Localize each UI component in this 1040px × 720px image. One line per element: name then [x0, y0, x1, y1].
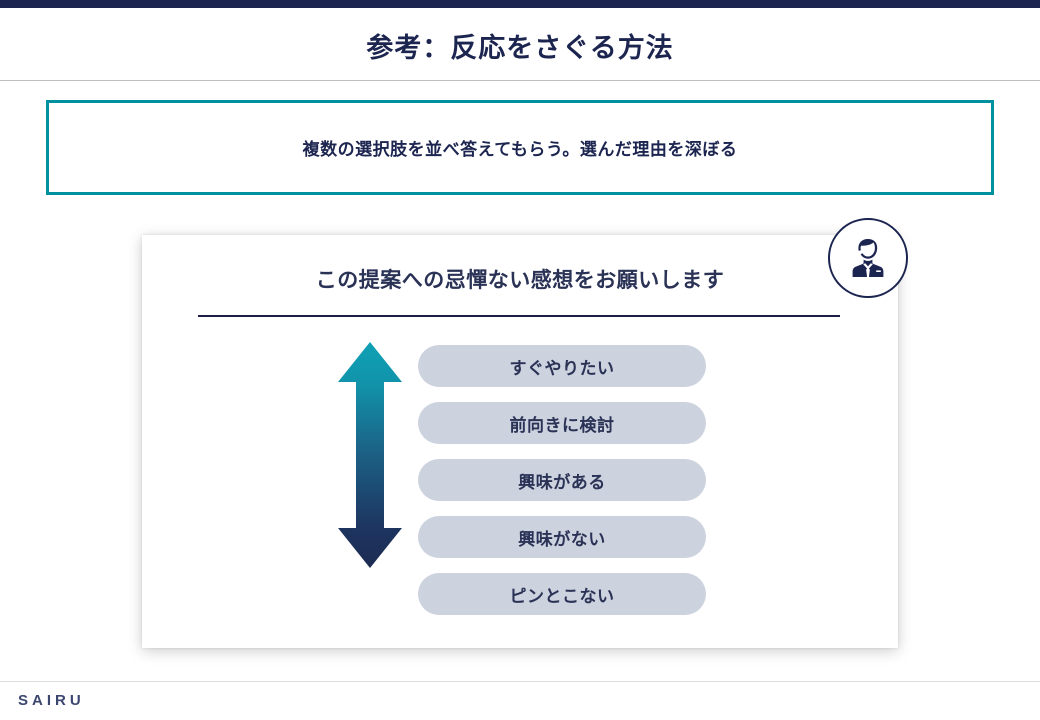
option-label: 前向きに検討: [509, 415, 615, 435]
option-label: すぐやりたい: [509, 358, 615, 378]
businessman-avatar-icon: [852, 239, 884, 277]
header-divider: [0, 80, 1040, 81]
option-pill-3[interactable]: 興味がある: [418, 459, 706, 501]
callout-box: 複数の選択肢を並べ答えてもらう。選んだ理由を深ぼる: [46, 100, 994, 195]
option-pill-1[interactable]: すぐやりたい: [418, 345, 706, 387]
top-accent-bar: [0, 0, 1040, 8]
option-label: ピンとこない: [509, 586, 615, 606]
option-label: 興味がある: [518, 472, 606, 492]
option-pill-4[interactable]: 興味がない: [418, 516, 706, 558]
avatar: [828, 218, 908, 298]
option-list: すぐやりたい 前向きに検討 興味がある 興味がない ピンとこない: [418, 345, 706, 615]
card-heading: この提案への忌憚ない感想をお願いします: [315, 269, 725, 292]
footer-divider: [0, 681, 1040, 682]
page-title: 参考：反応をさぐる方法: [366, 33, 674, 63]
option-label: 興味がない: [518, 529, 606, 549]
brand-logo: SAIRU: [18, 692, 85, 709]
card-divider: [198, 315, 840, 317]
callout-text: 複数の選択肢を並べ答えてもらう。選んだ理由を深ぼる: [302, 140, 738, 159]
option-pill-5[interactable]: ピンとこない: [418, 573, 706, 615]
option-pill-2[interactable]: 前向きに検討: [418, 402, 706, 444]
double-headed-vertical-arrow-icon: [336, 340, 404, 570]
